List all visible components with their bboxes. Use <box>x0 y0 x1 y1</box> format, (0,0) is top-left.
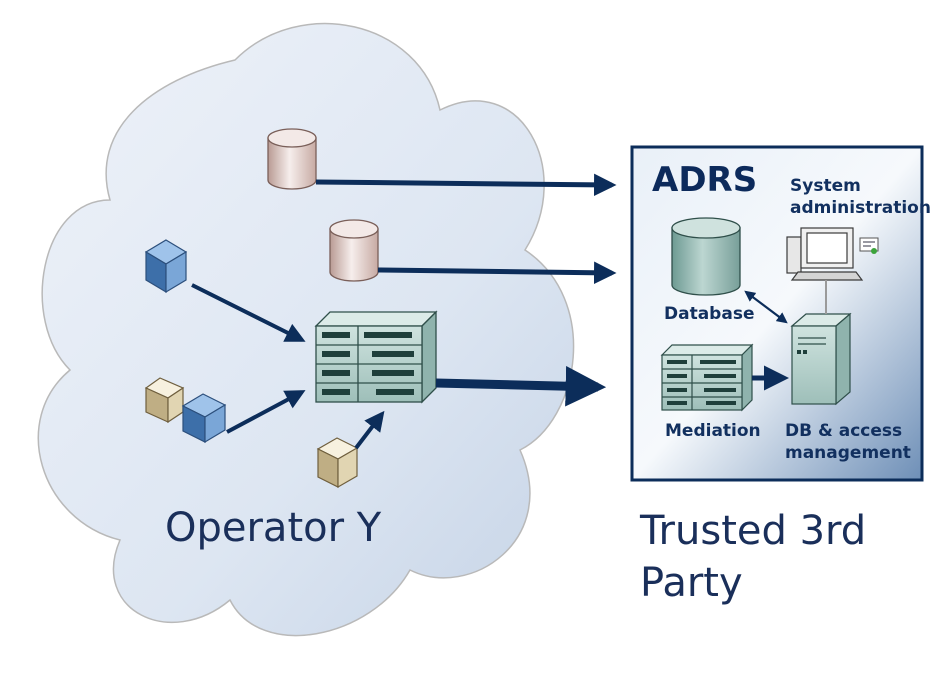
certificate-icon <box>859 237 879 254</box>
beige-cube-icon-1 <box>144 377 185 424</box>
mediation-label: Mediation <box>665 421 761 441</box>
cloud-arrows <box>191 283 385 450</box>
system-admin-label: System administration <box>790 175 931 219</box>
system-admin-label-line2: administration <box>790 198 931 218</box>
database-icon-2 <box>329 219 379 282</box>
operator-label: Operator Y <box>165 505 382 551</box>
blue-cube-icon-2 <box>181 393 227 444</box>
adrs-database-icon <box>671 217 741 296</box>
adrs-arrows <box>315 173 617 407</box>
system-admin-label-line1: System <box>790 176 861 196</box>
adrs-internal-arrows <box>744 290 789 391</box>
workstation-icon <box>786 227 864 314</box>
database-icon-1 <box>267 128 317 190</box>
blue-cube-icon-1 <box>144 239 188 294</box>
db-access-label-line1: DB & access <box>785 421 903 441</box>
db-access-label: DB & access management <box>785 420 911 464</box>
database-label: Database <box>664 304 755 324</box>
operator-cloud <box>37 22 575 637</box>
adrs-title: ADRS <box>652 160 758 200</box>
trusted-party-label-line2: Party <box>640 560 743 606</box>
beige-cube-icon-2 <box>316 437 359 489</box>
db-access-label-line2: management <box>785 443 911 463</box>
trusted-party-label-line1: Trusted 3rd <box>640 508 867 554</box>
trusted-party-label: Trusted 3rd Party <box>640 505 920 609</box>
mediation-server-icon <box>314 310 438 404</box>
adrs-server-tower-icon <box>790 312 852 406</box>
adrs-mediation-icon <box>660 343 754 412</box>
